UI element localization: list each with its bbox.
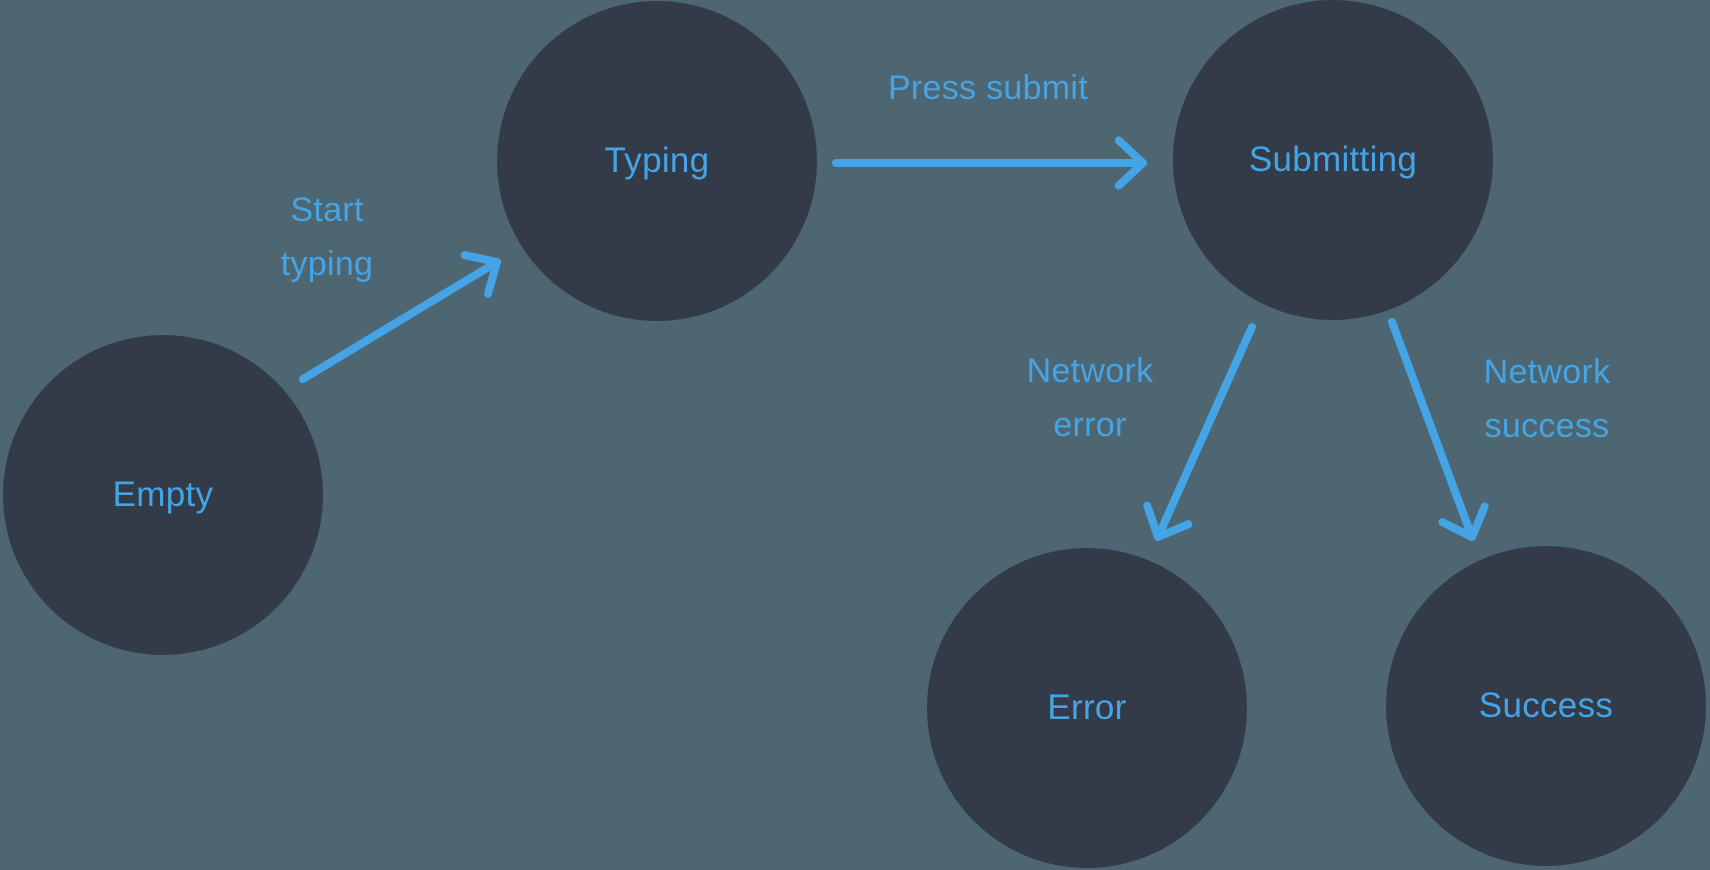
- edge-label-start-typing: Start typing: [280, 191, 374, 283]
- node-typing-label: Typing: [604, 141, 710, 180]
- arrow-network-success-head: [1438, 502, 1489, 541]
- node-error: Error: [927, 548, 1247, 868]
- arrow-start-typing-head: [460, 251, 501, 298]
- node-success-label: Success: [1478, 686, 1614, 725]
- arrow-press-submit: [832, 136, 1147, 190]
- node-typing: Typing: [497, 1, 817, 321]
- edge-label-network-error: Network error: [1026, 352, 1154, 444]
- node-success: Success: [1386, 546, 1706, 866]
- node-submitting-label: Submitting: [1248, 140, 1418, 179]
- edge-label-press-submit: Press submit: [887, 69, 1089, 107]
- node-empty-label: Empty: [112, 475, 214, 514]
- node-error-label: Error: [1047, 688, 1127, 727]
- node-empty: Empty: [3, 335, 323, 655]
- arrow-press-submit-head: [1114, 136, 1147, 190]
- node-submitting: Submitting: [1173, 0, 1493, 320]
- arrow-network-error-head: [1143, 501, 1193, 541]
- edge-label-network-success: Network success: [1483, 353, 1611, 445]
